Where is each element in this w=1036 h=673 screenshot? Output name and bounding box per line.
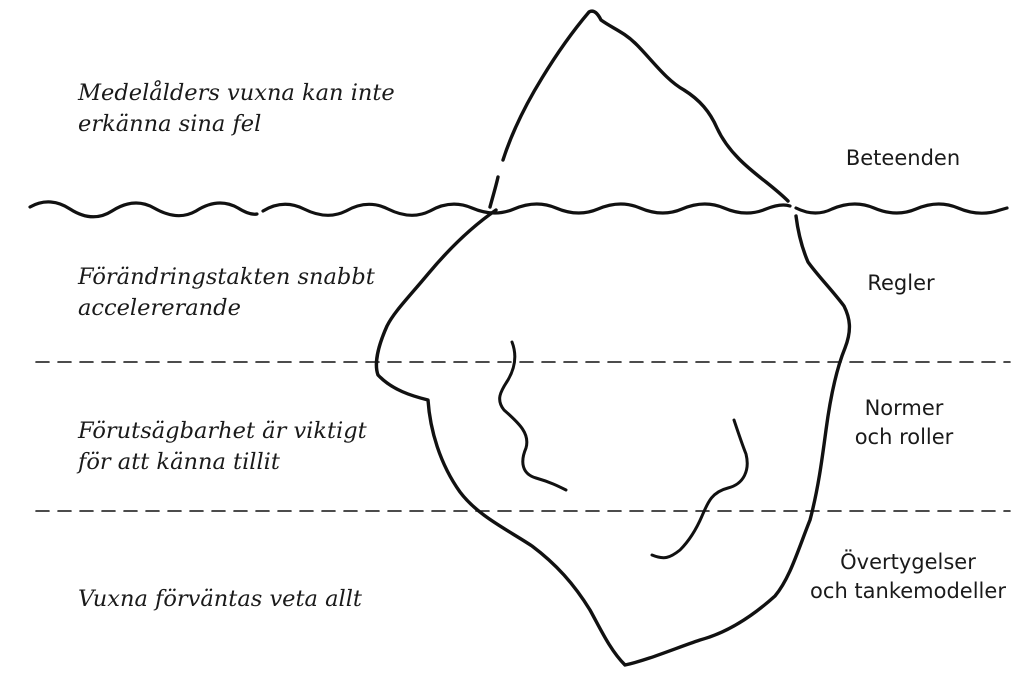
annotation-line: accelererande <box>78 295 241 321</box>
layer-label-beliefs: Övertygelser och tankemodeller <box>790 548 1026 606</box>
iceberg-body <box>374 208 852 667</box>
water-line <box>261 202 792 217</box>
annotation-line: Förändringstakten snabbt <box>78 264 375 290</box>
layer-label-line: Beteenden <box>845 146 961 170</box>
iceberg-tip <box>501 9 790 203</box>
annotation-line: Förutsägbarhet är viktigt <box>78 418 367 444</box>
annotation-line: erkänna sina fel <box>78 111 262 137</box>
iceberg-tip <box>488 175 500 209</box>
layer-label-line: och tankemodeller <box>810 579 1006 603</box>
annotation-line: för att känna tillit <box>78 449 280 475</box>
layer-label-norms: Normer och roller <box>840 394 968 452</box>
layer-label-line: Normer <box>864 396 944 420</box>
annotation-beliefs: Vuxna förväntas veta allt <box>78 584 362 615</box>
layer-label-line: Regler <box>867 271 935 295</box>
annotation-rules: Förändringstakten snabbt accelererande <box>78 262 375 324</box>
annotation-line: Medelålders vuxna kan inte <box>78 80 395 106</box>
annotation-behaviour: Medelålders vuxna kan inte erkänna sina … <box>78 78 395 140</box>
water-line <box>28 200 259 219</box>
annotation-norms: Förutsägbarhet är viktigt för att känna … <box>78 416 367 478</box>
layer-label-rules: Regler <box>846 269 956 298</box>
water-line <box>794 202 1009 215</box>
layer-label-line: Övertygelser <box>840 550 976 574</box>
annotation-line: Vuxna förväntas veta allt <box>78 586 362 612</box>
iceberg-crack <box>650 418 749 560</box>
layer-label-line: och roller <box>854 425 954 449</box>
layer-label-behaviour: Beteenden <box>836 144 970 173</box>
iceberg-crack <box>498 340 568 492</box>
